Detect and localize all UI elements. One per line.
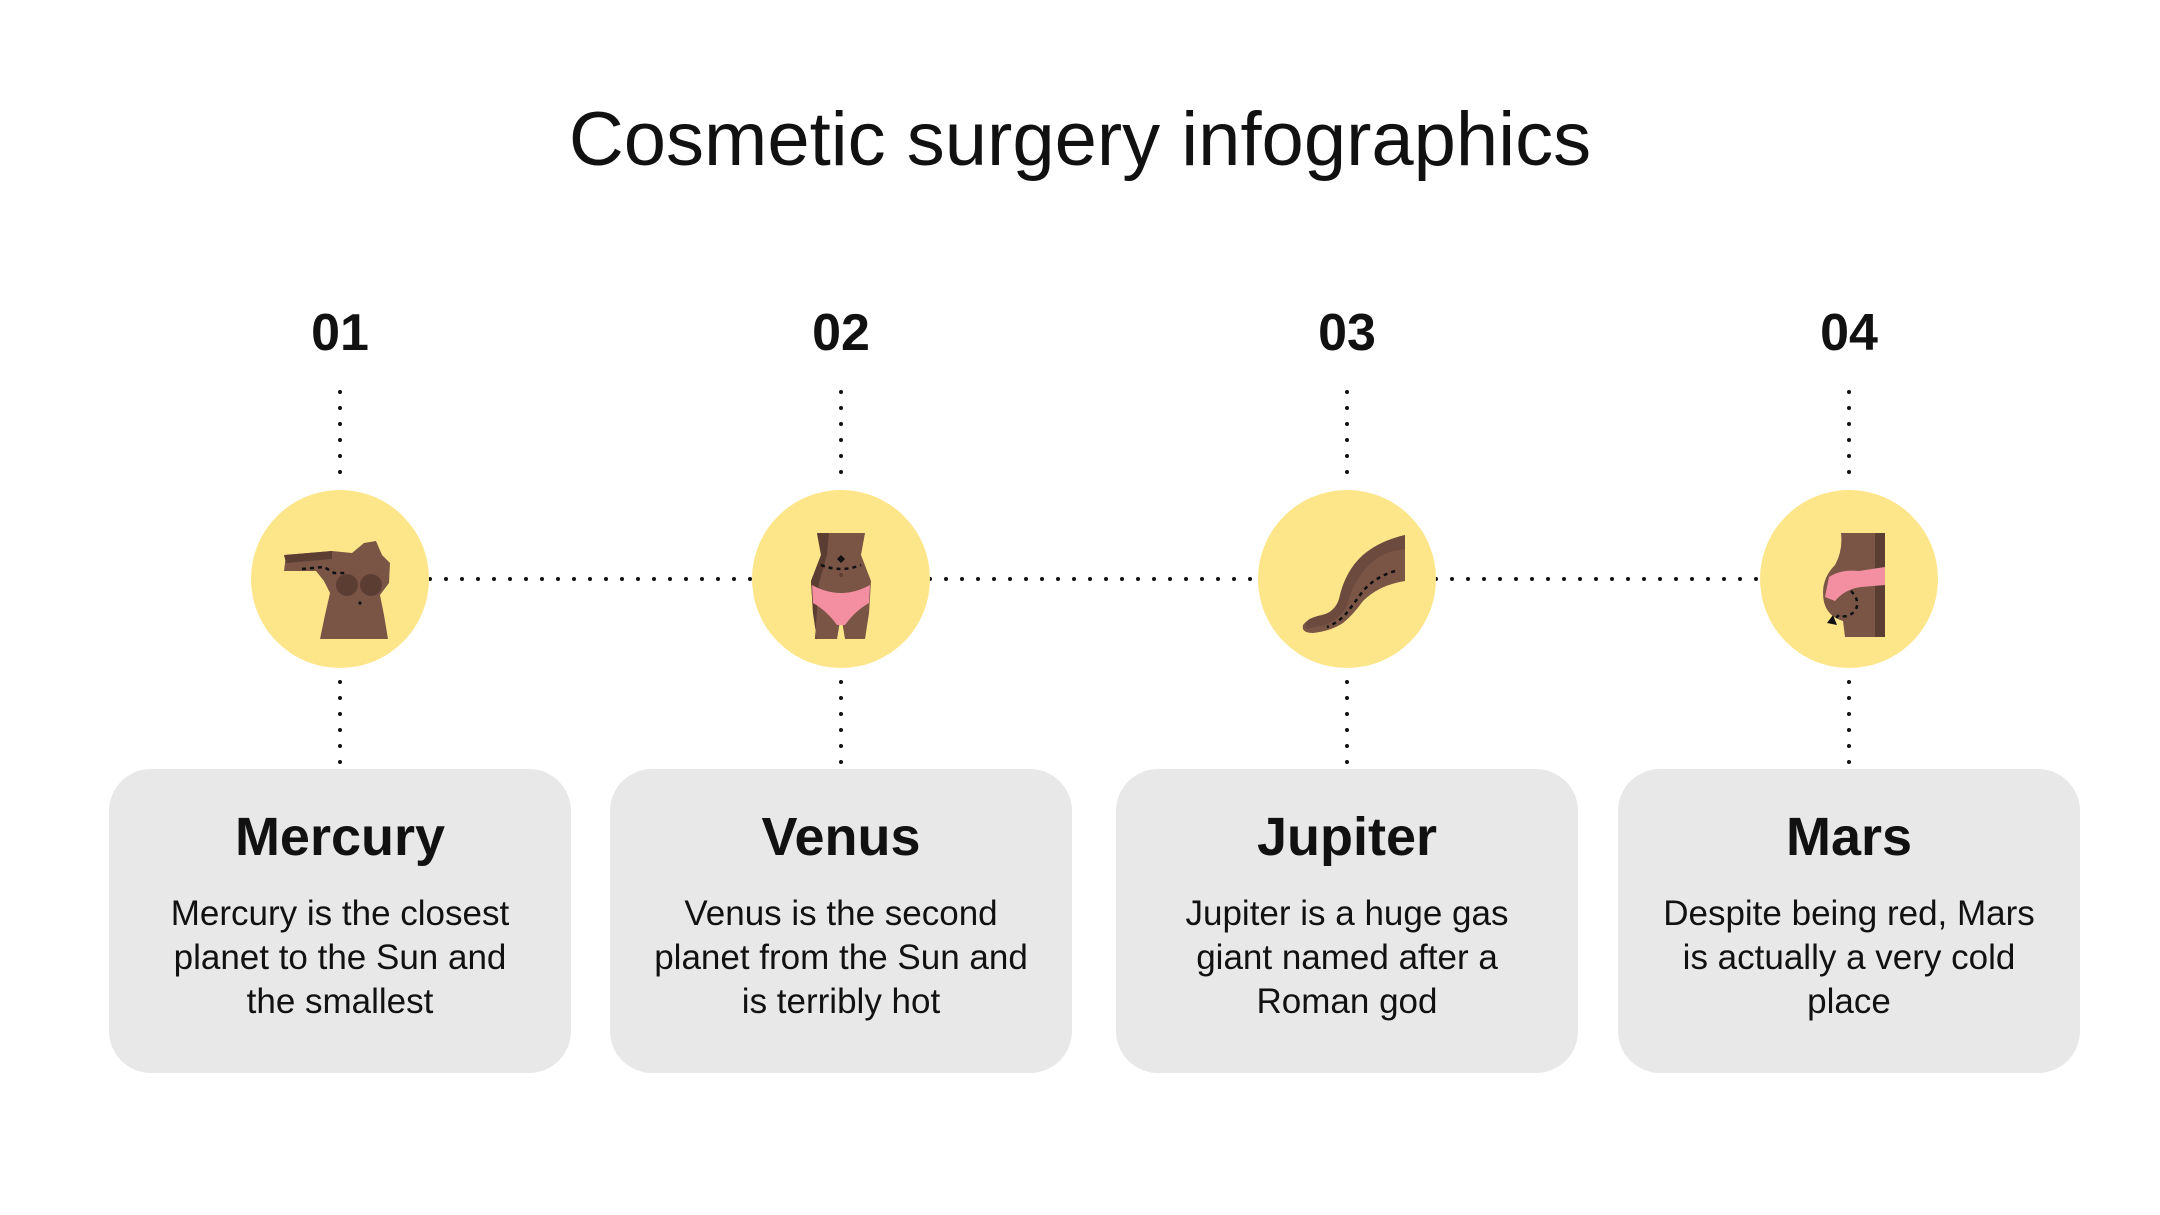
step-icon-circle-2 [752,490,930,668]
step-number-4: 04 [1820,304,1878,362]
breast-augmentation-icon [284,541,390,639]
step-card-2: Venus Venus is the second planet from th… [610,769,1072,1073]
card-title: Venus [761,807,921,867]
card-title: Jupiter [1256,807,1438,867]
card-description: Venus is the second planet from the Sun … [654,894,1028,1021]
card-title: Mars [1785,807,1913,867]
card-description: Despite being red, Mars is actually a ve… [1663,894,2035,1021]
buttock-lift-icon [1823,533,1885,637]
card-description: Mercury is the closest planet to the Sun… [170,894,510,1021]
step-icon-circle-3 [1258,490,1436,668]
step-card-4: Mars Despite being red, Mars is actually… [1618,769,2080,1073]
tummy-tuck-icon [811,533,871,639]
leg-liposuction-icon [1302,535,1405,633]
step-card-1: Mercury Mercury is the closest planet to… [109,769,571,1073]
page-title: Cosmetic surgery infographics [568,97,1592,182]
step-number-3: 03 [1318,304,1376,362]
step-number-1: 01 [311,304,369,362]
step-card-3: Jupiter Jupiter is a huge gas giant name… [1116,769,1578,1073]
step-icon-circle-4 [1760,490,1938,668]
card-description: Jupiter is a huge gas giant named after … [1185,894,1509,1021]
card-title: Mercury [234,807,446,867]
step-icon-circle-1 [251,490,429,668]
step-number-2: 02 [812,304,870,362]
